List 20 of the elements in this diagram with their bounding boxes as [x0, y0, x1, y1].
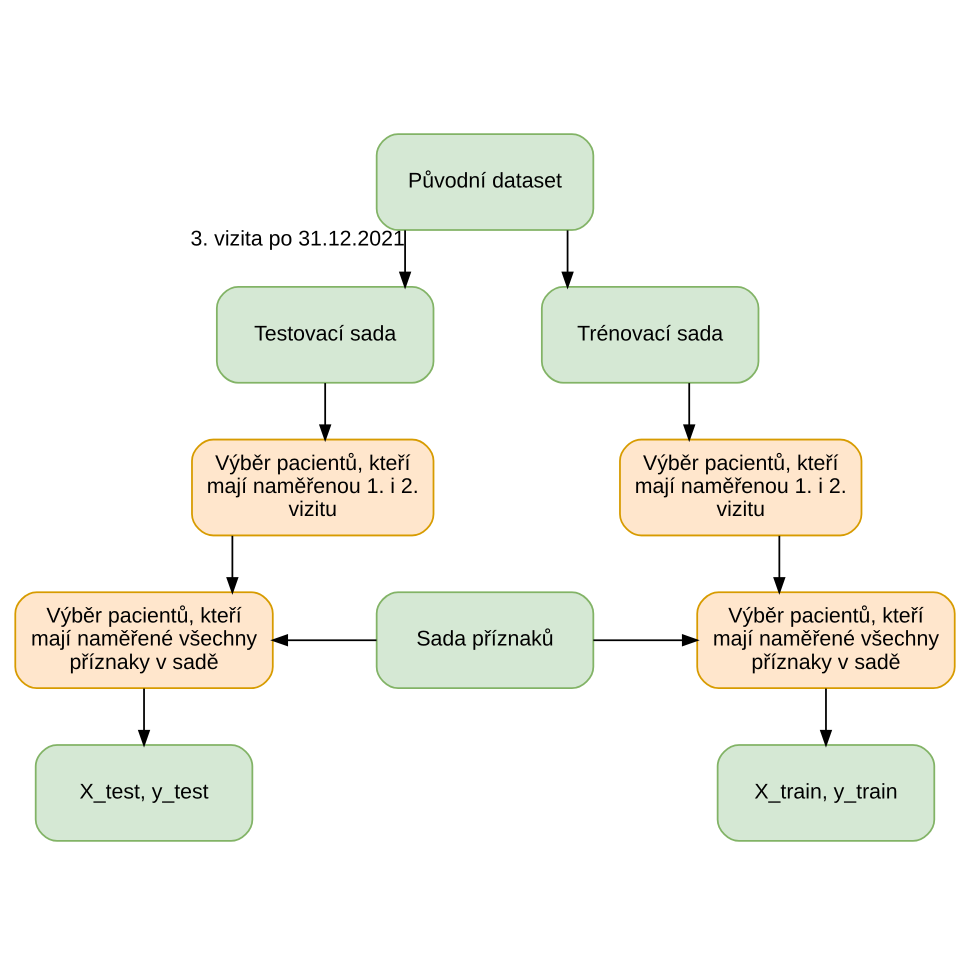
arrow — [561, 230, 574, 289]
node-box: X_train, y_train — [716, 744, 936, 842]
arrow — [773, 535, 786, 594]
node-box: X_test, y_test — [34, 744, 254, 842]
node-box: Původní dataset — [376, 132, 594, 230]
node-box: Výběr pacientů, kteří mají naměřené všechny příznaky v sadě — [14, 590, 274, 689]
node-box: Testovací sada — [216, 285, 434, 384]
node-box: Výběr pacientů, kteří mají naměřenou 1. i 2. vizitu — [619, 438, 862, 536]
arrow — [226, 535, 239, 594]
arrow — [820, 688, 832, 748]
node-box: Výběr pacientů, kteří mají naměřené všechny příznaky v sadě — [696, 590, 956, 689]
arrow — [593, 634, 700, 646]
node-box: Trénovací sada — [540, 285, 760, 384]
arrow — [398, 230, 412, 289]
arrow — [138, 688, 150, 748]
arrow — [318, 382, 332, 442]
arrow — [683, 382, 696, 442]
arrow — [270, 634, 377, 646]
node-box: Výběr pacientů, kteří mají naměřenou 1. i 2. vizitu — [191, 438, 434, 536]
node-box: Sada příznaků — [376, 590, 594, 689]
